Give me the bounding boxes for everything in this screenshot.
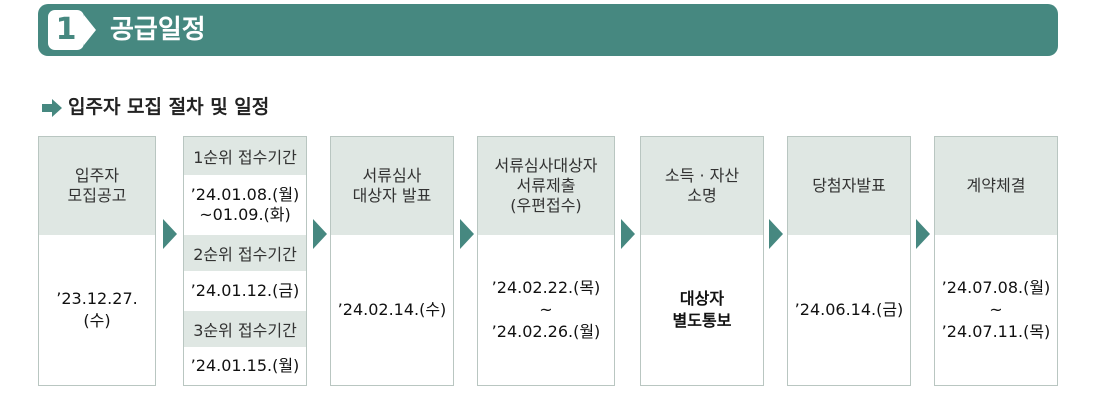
step-3-body: ’24.02.14.(수): [331, 235, 453, 385]
step-7-title: 계약체결: [966, 176, 1026, 195]
step-1-header: 입주자 모집공고: [39, 137, 155, 235]
step-arrow-icon: [460, 219, 474, 249]
step-7-contract: 계약체결 ’24.07.08.(월) ~ ’24.07.11.(목): [934, 136, 1058, 386]
step-5-income-asset-verification: 소득 · 자산 소명 대상자 별도통보: [640, 136, 764, 386]
step-5-title: 소득 · 자산 소명: [664, 166, 740, 205]
step-6-date: ’24.06.14.(금): [794, 300, 904, 319]
step-3-screening-announcement: 서류심사 대상자 발표 ’24.02.14.(수): [330, 136, 454, 386]
step-7-header: 계약체결: [935, 137, 1057, 235]
arrow-right-icon: [42, 99, 62, 117]
rank-2-period-date: ’24.01.12.(금): [190, 281, 300, 300]
step-6-header: 당첨자발표: [788, 137, 910, 235]
step-4-date: ’24.02.22.(목) ~ ’24.02.26.(월): [491, 278, 601, 341]
step-1-date: ’23.12.27. (수): [56, 289, 138, 330]
step-7-body: ’24.07.08.(월) ~ ’24.07.11.(목): [935, 235, 1057, 385]
step-3-header: 서류심사 대상자 발표: [331, 137, 453, 235]
step-5-body: 대상자 별도통보: [641, 235, 763, 385]
step-3-date: ’24.02.14.(수): [337, 300, 447, 319]
step-6-winner-announcement: 당첨자발표 ’24.06.14.(금): [787, 136, 911, 386]
step-6-title: 당첨자발표: [812, 176, 886, 195]
step-arrow-icon: [916, 219, 930, 249]
step-arrow-icon: [769, 219, 783, 249]
rank-2-period-header: 2순위 접수기간: [184, 235, 306, 271]
rank-3-period-header: 3순위 접수기간: [184, 311, 306, 347]
chevron-right-icon: [84, 15, 96, 45]
step-6-body: ’24.06.14.(금): [788, 235, 910, 385]
step-arrow-icon: [163, 219, 177, 249]
step-3-title: 서류심사 대상자 발표: [352, 166, 432, 205]
step-1-title: 입주자 모집공고: [67, 166, 127, 205]
section-title: 공급일정: [110, 15, 206, 45]
step-5-note: 대상자 별도통보: [672, 289, 732, 330]
step-1-body: ’23.12.27. (수): [39, 235, 155, 385]
step-4-title: 서류심사대상자 서류제출 (우편접수): [494, 156, 598, 215]
step-arrow-icon: [621, 219, 635, 249]
section-number-badge: 1: [48, 10, 84, 50]
step-4-header: 서류심사대상자 서류제출 (우편접수): [478, 137, 614, 235]
step-1-announcement: 입주자 모집공고 ’23.12.27. (수): [38, 136, 156, 386]
subheading-title: 입주자 모집 절차 및 일정: [68, 96, 270, 118]
step-arrow-icon: [313, 219, 327, 249]
step-4-body: ’24.02.22.(목) ~ ’24.02.26.(월): [478, 235, 614, 385]
step-5-header: 소득 · 자산 소명: [641, 137, 763, 235]
step-2-application-periods: 1순위 접수기간 ’24.01.08.(월) ~01.09.(화) 2순위 접수…: [183, 136, 307, 386]
step-7-date: ’24.07.08.(월) ~ ’24.07.11.(목): [941, 278, 1051, 341]
rank-1-period-date: ’24.01.08.(월) ~01.09.(화): [190, 185, 300, 224]
step-4-document-submission: 서류심사대상자 서류제출 (우편접수) ’24.02.22.(목) ~ ’24.…: [477, 136, 615, 386]
rank-1-period-header: 1순위 접수기간: [184, 137, 306, 175]
section-header-bar: [38, 4, 1058, 56]
rank-3-period-date: ’24.01.15.(월): [190, 356, 300, 375]
